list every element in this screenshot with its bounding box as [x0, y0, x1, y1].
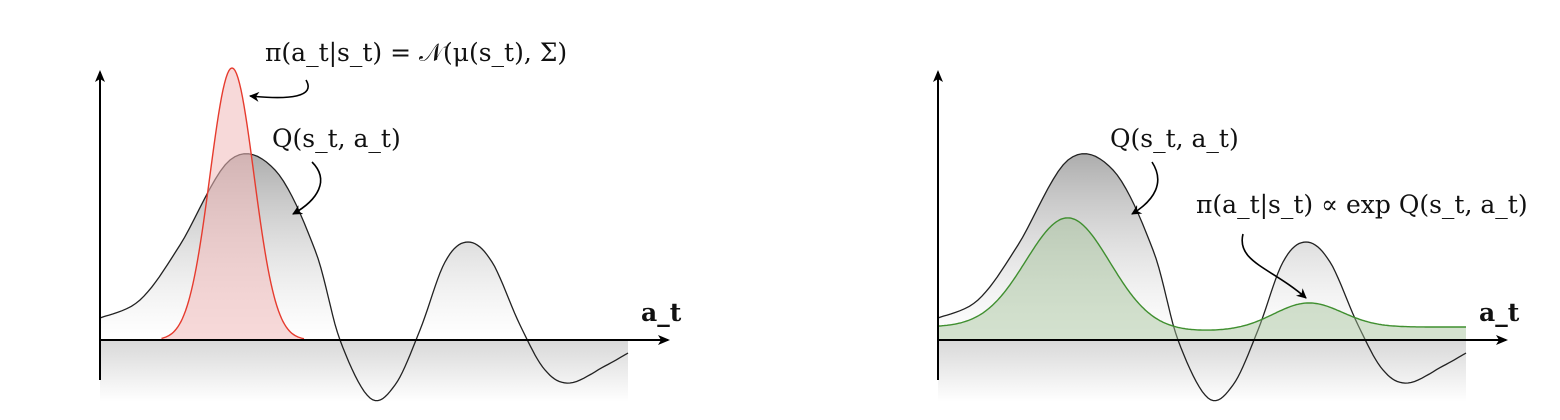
right-policy-curve: [937, 217, 1466, 331]
left-policy-pointer: [249, 79, 309, 102]
right-q-pointer: [1131, 161, 1159, 215]
right-policy-pointer: [1241, 233, 1307, 299]
right-below-shade: [938, 340, 1466, 402]
left-below-shade: [100, 340, 628, 402]
left-x-axis-label: a_t: [641, 298, 682, 327]
right-q-area: [938, 153, 1466, 340]
left-panel: [95, 67, 670, 402]
right-q-curve: [937, 153, 1467, 402]
left-policy-curve: [161, 67, 305, 340]
right-policy-label: π(a_t|s_t) ∝ exp Q(s_t, a_t): [1196, 190, 1528, 219]
left-policy-label: π(a_t|s_t) = 𝒩(μ(s_t), Σ): [265, 38, 568, 67]
right-policy-area: [938, 217, 1466, 340]
right-q-label: Q(s_t, a_t): [1110, 124, 1239, 153]
left-q-pointer: [292, 161, 322, 215]
right-panel: [933, 70, 1508, 402]
right-x-axis-label: a_t: [1479, 298, 1520, 327]
left-q-label: Q(s_t, a_t): [272, 124, 401, 153]
